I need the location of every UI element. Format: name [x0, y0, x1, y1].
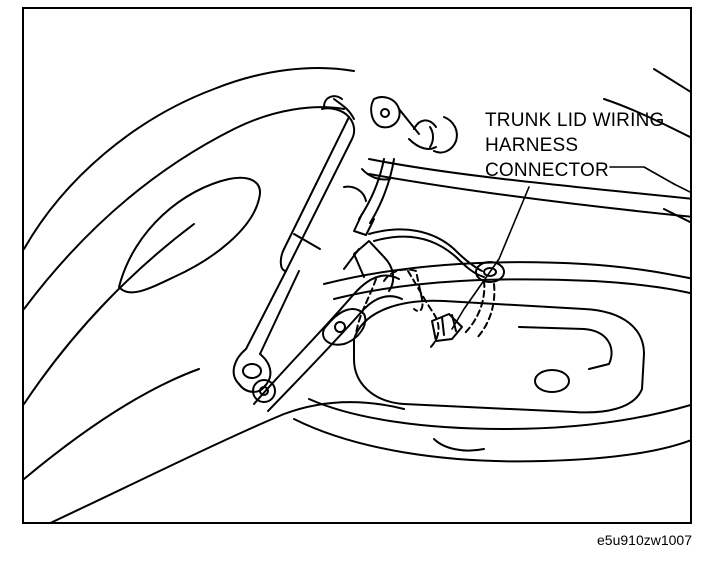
hidden-harness-routing — [355, 268, 496, 350]
callout-leader-line — [451, 166, 690, 330]
figure-id-label: e5u910zw1007 — [597, 532, 692, 548]
wiring-harness — [343, 158, 505, 283]
trunk-floor — [293, 299, 690, 463]
trunk-lid-illustration — [24, 67, 690, 522]
harness-connector — [431, 313, 463, 342]
figure-frame: TRUNK LID WIRING HARNESS CONNECTOR — [22, 7, 692, 524]
trunk-opening-edges — [323, 68, 690, 300]
gas-strut — [232, 95, 356, 403]
callout-text-line-1: TRUNK LID WIRING — [485, 110, 665, 131]
panel-highlight — [118, 176, 261, 294]
trunk-lid-panel — [24, 67, 405, 522]
upper-mount-bracket — [370, 96, 458, 154]
callout-text-line-2: HARNESS — [485, 135, 579, 156]
trunk-hinge-arm — [253, 240, 403, 412]
callout-text-line-3: CONNECTOR — [485, 160, 609, 181]
